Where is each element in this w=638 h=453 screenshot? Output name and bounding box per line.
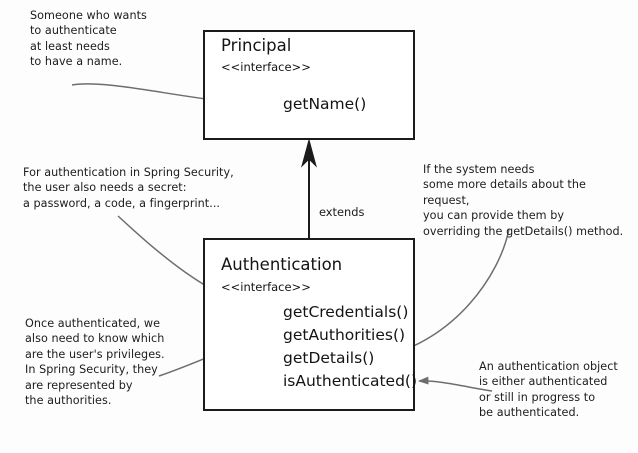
method-get-credentials[interactable]: getCredentials()	[283, 303, 409, 321]
method-is-authenticated[interactable]: isAuthenticated()	[283, 372, 418, 390]
method-get-authorities[interactable]: getAuthorities()	[283, 326, 406, 344]
annotation-note-name: Someone who wants to authenticate at lea…	[30, 9, 147, 69]
method-get-name[interactable]: getName()	[283, 95, 367, 113]
annotation-note-authorities: Once authenticated, we also need to know…	[25, 317, 165, 408]
extends-arrowhead-icon	[301, 138, 317, 168]
annotation-note-credentials: For authentication in Spring Security, t…	[23, 166, 234, 210]
annotation-note-details: If the system needs some more details ab…	[423, 163, 624, 238]
class-name-authentication: Authentication	[221, 255, 343, 274]
class-box-principal[interactable]	[203, 30, 415, 140]
class-stereotype-authentication: <<interface>>	[221, 280, 311, 294]
class-name-principal: Principal	[221, 36, 292, 55]
relationship-label-extends: extends	[319, 205, 365, 219]
annotation-note-isauthenticated: An authentication object is either authe…	[479, 360, 618, 420]
class-box-authentication[interactable]	[203, 238, 415, 411]
method-get-details[interactable]: getDetails()	[283, 349, 375, 367]
class-stereotype-principal: <<interface>>	[221, 60, 311, 74]
